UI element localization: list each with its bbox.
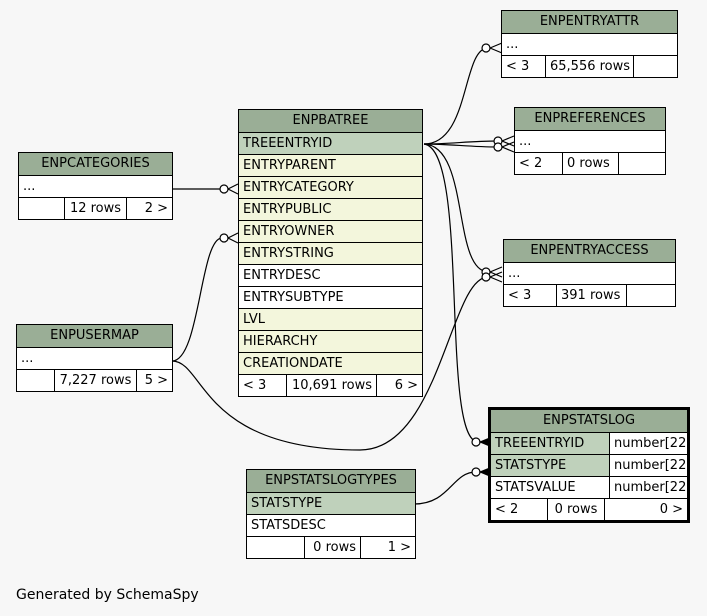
table-enpstatslog[interactable]: ENPSTATSLOG TREEENTRYID number[22] STATS… [488,407,690,523]
row-count: 7,227 rows [55,370,137,391]
column-entryparent[interactable]: ENTRYPARENT [239,155,422,177]
edge-enpbatree-enpstatslog [423,143,479,443]
table-footer: 0 rows 1 > [247,537,415,558]
children-count[interactable]: 6 > [394,378,418,393]
parents-count[interactable]: < 3 [504,285,557,306]
parents-count[interactable]: < 2 [491,499,548,520]
row-count: 0 rows [563,153,619,174]
column-type: number[22] [609,433,687,454]
children-count [619,153,665,174]
column-entrysubtype[interactable]: ENTRYSUBTYPE [239,287,422,309]
table-footer: < 2 0 rows 0 > [491,499,687,520]
table-title: ENPREFERENCES [515,108,665,131]
row-count: 65,556 rows [546,56,634,77]
row-count: 0 rows [548,499,605,520]
column-statstype[interactable]: STATSTYPE [247,493,415,515]
table-enpstatslogtypes[interactable]: ENPSTATSLOGTYPES STATSTYPE STATSDESC 0 r… [246,469,416,559]
columns-placeholder: ... [17,348,172,370]
children-count[interactable]: 5 > [144,373,168,388]
row-count: 12 rows [65,198,127,219]
parents-count[interactable]: < 2 [515,153,563,174]
column-entryowner[interactable]: ENTRYOWNER [239,221,422,243]
table-enpentryaccess[interactable]: ENPENTRYACCESS ... < 3 391 rows [503,239,676,307]
table-title: ENPCATEGORIES [19,153,172,176]
column-statsvalue[interactable]: STATSVALUE number[22] [491,477,687,499]
row-count: 391 rows [557,285,627,306]
table-title: ENPENTRYACCESS [504,240,675,263]
table-title: ENPUSERMAP [17,325,172,348]
parents-count [247,537,305,558]
edge-enpbatree-enpentryattr [423,47,489,145]
column-entrypublic[interactable]: ENTRYPUBLIC [239,199,422,221]
columns-placeholder: ... [504,263,675,285]
table-title: ENPSTATSLOG [491,410,687,433]
table-enpcategories[interactable]: ENPCATEGORIES ... 12 rows 2 > [18,152,173,220]
column-entrydesc[interactable]: ENTRYDESC [239,265,422,287]
column-name: STATSTYPE [495,458,567,473]
children-count[interactable]: 1 > [387,540,411,555]
children-count [627,285,675,306]
table-title: ENPSTATSLOGTYPES [247,470,415,493]
parents-count [19,198,65,219]
column-creationdate[interactable]: CREATIONDATE [239,353,422,375]
edge-enpbatree-enpentryaccess [423,143,489,273]
columns-placeholder: ... [502,34,677,56]
table-title: ENPENTRYATTR [502,11,677,34]
column-lvl[interactable]: LVL [239,309,422,331]
column-statsdesc[interactable]: STATSDESC [247,515,415,537]
table-enpusermap[interactable]: ENPUSERMAP ... 7,227 rows 5 > [16,324,173,392]
children-count [634,56,677,77]
table-footer: < 3 65,556 rows [502,56,677,77]
edge-enpstatslogtypes-enpstatslog [413,471,477,505]
parents-count [17,370,55,391]
column-treeentryid[interactable]: TREEENTRYID [239,133,422,155]
table-footer: < 3 391 rows [504,285,675,306]
column-treeentryid[interactable]: TREEENTRYID number[22] [491,433,687,455]
column-entrystring[interactable]: ENTRYSTRING [239,243,422,265]
column-name: TREEENTRYID [495,436,585,451]
row-count: 10,691 rows [287,375,377,396]
table-footer: 7,227 rows 5 > [17,370,172,391]
table-enpbatree[interactable]: ENPBATREE TREEENTRYID ENTRYPARENT ENTRYC… [238,109,423,397]
column-name: STATSVALUE [495,480,576,495]
row-count: 0 rows [305,537,361,558]
children-count[interactable]: 2 > [144,201,168,216]
table-footer: < 2 0 rows [515,153,665,174]
table-title: ENPBATREE [239,110,422,133]
edge-enpbatree-enpreferences-2 [423,143,499,148]
table-enpreferences[interactable]: ENPREFERENCES ... < 2 0 rows [514,107,666,175]
columns-placeholder: ... [19,176,172,198]
column-entrycategory[interactable]: ENTRYCATEGORY [239,177,422,199]
parents-count[interactable]: < 3 [239,375,287,396]
table-footer: < 3 10,691 rows 6 > [239,375,422,396]
edge-enpbatree-enpreferences-1 [423,140,499,145]
column-hierarchy[interactable]: HIERARCHY [239,331,422,353]
column-statstype[interactable]: STATSTYPE number[22] [491,455,687,477]
column-type: number[22] [609,455,687,476]
parents-count[interactable]: < 3 [502,56,546,77]
edge-enpusermap-enpbatree [171,237,223,362]
generated-by-label: Generated by SchemaSpy [16,587,199,603]
column-type: number[22] [609,477,687,498]
table-enpentryattr[interactable]: ENPENTRYATTR ... < 3 65,556 rows [501,10,678,78]
table-footer: 12 rows 2 > [19,198,172,219]
children-count: 0 > [659,502,683,517]
columns-placeholder: ... [515,131,665,153]
